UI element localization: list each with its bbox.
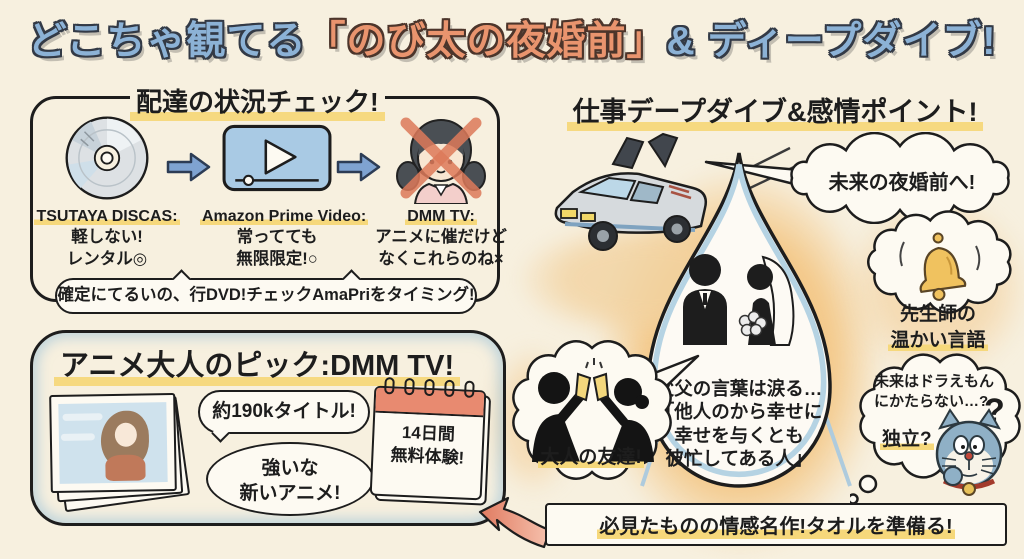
drop-quote: 父父の言葉は涙る… 「他人のから幸せに 幸せを与くとも 彼忙してある人」 <box>655 378 823 469</box>
deep-dive-header: 仕事デープダイブ&感情ポイント! <box>540 90 1010 131</box>
new-anime-line1: 強いな <box>261 458 319 479</box>
service-tsutaya: TSUTAYA DISCAS: 軽しない! レンタル◎ <box>30 112 184 271</box>
video-player-icon <box>200 112 354 204</box>
service-dmm-tv: DMM TV: アニメに催だけど なくこれらのね× <box>364 112 518 271</box>
delivery-conclusion-bubble: 確定にてるいの、行DVD!チェックAmaPriをタイミング! <box>55 269 477 314</box>
service-note-line2: 無限限定!○ <box>236 250 318 269</box>
must-watch-banner: 必見たものの情感名作!タオルを準備る! <box>545 503 1007 546</box>
service-name: Amazon Prime Video: <box>200 208 369 225</box>
bell-caption: 先生師の 温かい言語 <box>888 304 988 351</box>
service-note-line1: 軽しない! <box>71 228 143 246</box>
bell-cloud <box>867 210 1012 314</box>
banner-text: 必見たものの情感名作!タオルを準備る! <box>597 510 955 539</box>
anime-girl-photo <box>58 402 168 484</box>
red-arrow-icon <box>478 496 552 549</box>
service-note-line1: アニメに催だけど <box>375 228 507 246</box>
arrow-right-icon <box>336 152 381 182</box>
title-part-blue-right: & ディープダイブ! <box>666 20 997 63</box>
titles-count-bubble: 約190kタイトル! <box>198 390 370 443</box>
crossed-girl-icon <box>364 112 518 204</box>
dvd-disc-icon <box>30 112 184 204</box>
new-anime-bubble: 強いな 新いアニメ! <box>206 442 383 516</box>
service-name: DMM TV: <box>405 208 477 225</box>
friends-toast-cloud <box>512 340 700 480</box>
anime-photos-stack <box>48 392 198 513</box>
anime-pick-header: アニメ大人のピック:DMM TV! <box>54 342 461 386</box>
bell-icon <box>919 232 967 301</box>
friends-label: 大人の友達! <box>538 447 644 468</box>
arrow-right-icon <box>166 152 211 182</box>
time-machine-car-icon <box>554 132 707 251</box>
service-name: TSUTAYA DISCAS: <box>34 208 180 225</box>
thought-text: 未来はドラえもん にかたらない…? <box>874 373 995 411</box>
future-bubble-text: 未来の夜婚前へ! <box>828 172 976 194</box>
free-trial-line2: 無料体験! <box>390 445 465 468</box>
title-part-blue-left: どこちゃ観てる <box>27 20 307 63</box>
robot-cat-icon <box>935 408 1003 496</box>
titles-count-text: 約190kタイトル! <box>212 401 356 422</box>
new-anime-line2: 新いアニメ! <box>239 482 341 504</box>
delivery-box-header: 配達の状況チェック! <box>130 82 385 121</box>
service-note-line2: レンタル◎ <box>66 250 148 269</box>
service-amazon-prime: Amazon Prime Video: 常ってても 無限限定!○ <box>200 112 369 271</box>
service-note-line2: なくこれらのね× <box>378 250 504 269</box>
calendar-icon: 14日間 無料体験! <box>369 377 487 501</box>
page-title: どこちゃ観てる「のび太の夜婚前」& ディープダイブ! <box>0 10 1024 66</box>
independence-text: 独立? <box>880 429 934 450</box>
wedding-couple-icon <box>683 254 795 346</box>
conclusion-text: 確定にてるいの、行DVD!チェックAmaPriをタイミング! <box>57 286 475 304</box>
title-part-orange: 「のび太の夜婚前」 <box>306 20 667 63</box>
anime-pick-box <box>30 330 506 526</box>
water-drop <box>646 152 832 488</box>
service-note-line1: 常ってても <box>236 228 318 246</box>
